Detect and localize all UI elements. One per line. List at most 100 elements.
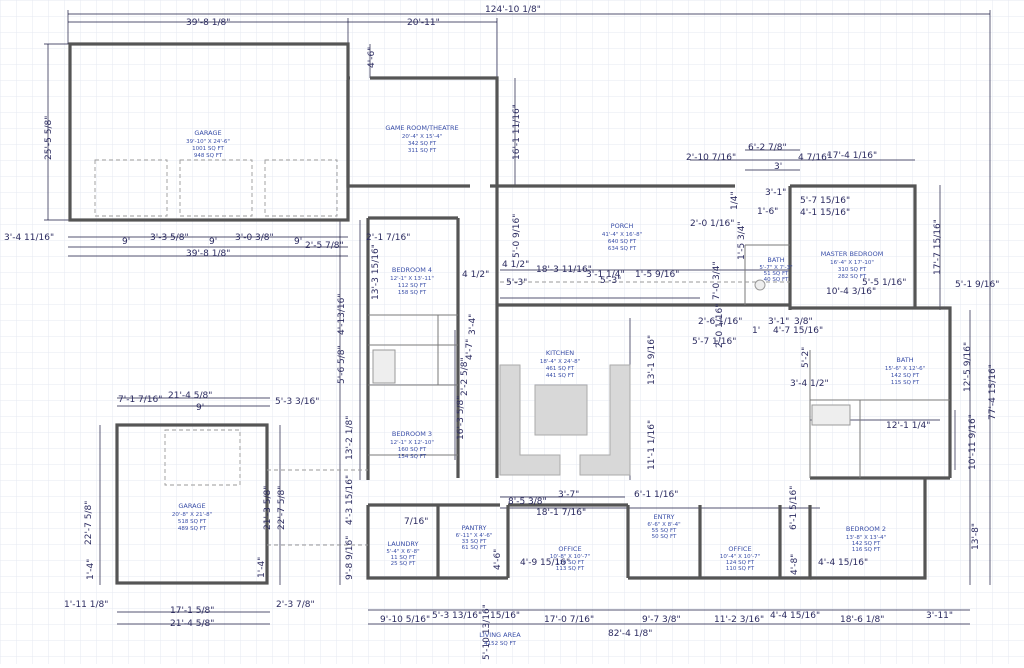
svg-text:18'-3 11/16": 18'-3 11/16" xyxy=(536,265,592,275)
svg-text:11'-2 3/16": 11'-2 3/16" xyxy=(714,615,764,625)
svg-text:18'-4" X 24'-8": 18'-4" X 24'-8" xyxy=(540,359,580,365)
pantry-name: PANTRY xyxy=(462,524,487,532)
svg-text:21'-3 5/8": 21'-3 5/8" xyxy=(263,486,273,530)
dimension-labels: 124'-10 1/8" 39'-8 1/8" 20'-11" 2'-10 7/… xyxy=(4,5,999,639)
kitchen-counter-right xyxy=(579,364,631,476)
svg-text:8'-5 3/8": 8'-5 3/8" xyxy=(508,497,547,507)
detached-garage-name: GARAGE xyxy=(178,502,205,510)
svg-text:2'-5 7/8": 2'-5 7/8" xyxy=(305,241,344,251)
svg-text:17'-0 7/16": 17'-0 7/16" xyxy=(544,615,594,625)
svg-text:3'-3 5/8": 3'-3 5/8" xyxy=(150,233,189,243)
svg-text:4'-1 15/16": 4'-1 15/16" xyxy=(800,208,850,218)
svg-text:9': 9' xyxy=(196,403,204,413)
detached-garage-walls xyxy=(115,423,269,585)
dashed-features xyxy=(94,159,790,546)
svg-text:441 SQ FT: 441 SQ FT xyxy=(546,373,575,379)
svg-text:112 SQ FT: 112 SQ FT xyxy=(398,283,427,289)
svg-text:1001 SQ FT: 1001 SQ FT xyxy=(192,146,224,152)
svg-text:10'-11 9/16": 10'-11 9/16" xyxy=(968,414,978,470)
svg-text:50 SQ FT: 50 SQ FT xyxy=(652,534,677,540)
svg-text:1'-6": 1'-6" xyxy=(757,207,778,217)
svg-text:13'-1 9/16": 13'-1 9/16" xyxy=(647,335,657,385)
svg-text:489 SQ FT: 489 SQ FT xyxy=(178,526,207,532)
svg-text:3'-11": 3'-11" xyxy=(926,611,953,621)
svg-text:6'-6" X 8'-4": 6'-6" X 8'-4" xyxy=(647,522,680,528)
svg-text:9'-8 9/16": 9'-8 9/16" xyxy=(345,536,355,580)
svg-text:20'-4" X 15'-4": 20'-4" X 15'-4" xyxy=(402,134,442,140)
svg-text:461 SQ FT: 461 SQ FT xyxy=(546,366,575,372)
svg-text:1'-5 9/16": 1'-5 9/16" xyxy=(635,270,679,280)
living-area-label: LIVING AREA xyxy=(479,631,521,639)
svg-text:9'-10 5/16": 9'-10 5/16" xyxy=(380,615,430,625)
svg-text:160 SQ FT: 160 SQ FT xyxy=(398,447,427,453)
svg-text:39'-8 1/8": 39'-8 1/8" xyxy=(186,18,230,28)
svg-text:13'-8": 13'-8" xyxy=(971,523,981,550)
svg-text:17'-1 5/8": 17'-1 5/8" xyxy=(170,606,214,616)
svg-text:640 SQ FT: 640 SQ FT xyxy=(608,239,637,245)
svg-text:3'-1 1/4": 3'-1 1/4" xyxy=(586,270,625,280)
svg-text:15'-6" X 12'-6": 15'-6" X 12'-6" xyxy=(885,366,925,372)
svg-text:2'-1 7/16": 2'-1 7/16" xyxy=(366,233,410,243)
svg-text:5'-5 1/16": 5'-5 1/16" xyxy=(862,278,906,288)
svg-text:33 SQ FT: 33 SQ FT xyxy=(462,539,487,545)
svg-text:4'-9 15/16": 4'-9 15/16" xyxy=(520,558,570,568)
svg-text:4 1/2": 4 1/2" xyxy=(462,270,489,280)
porch-name: PORCH xyxy=(611,222,634,230)
svg-text:9'-7 3/8": 9'-7 3/8" xyxy=(642,615,681,625)
svg-text:9': 9' xyxy=(294,237,302,247)
master-tub-icon xyxy=(811,404,851,426)
svg-text:61 SQ FT: 61 SQ FT xyxy=(462,545,487,551)
svg-text:16'-3 5/8": 16'-3 5/8" xyxy=(456,396,466,440)
svg-text:4'-7 15/16": 4'-7 15/16" xyxy=(773,326,823,336)
svg-text:3'-4 1/2": 3'-4 1/2" xyxy=(790,379,829,389)
svg-text:5'-0 9/16": 5'-0 9/16" xyxy=(512,214,522,258)
svg-text:4'-13/16": 4'-13/16" xyxy=(337,293,347,335)
svg-text:16'-4" X 17'-10": 16'-4" X 17'-10" xyxy=(830,260,874,266)
svg-text:4'-7": 4'-7" xyxy=(465,339,475,360)
svg-text:4'-3 15/16": 4'-3 15/16" xyxy=(345,475,355,525)
svg-text:21'-4 5/8": 21'-4 5/8" xyxy=(170,619,214,629)
svg-text:5'-7 1/16": 5'-7 1/16" xyxy=(692,337,736,347)
svg-text:15/16": 15/16" xyxy=(490,611,520,621)
svg-text:25'-5 5/8": 25'-5 5/8" xyxy=(44,116,54,160)
svg-text:5'-6 5/8": 5'-6 5/8" xyxy=(337,345,347,384)
bedroom-2-name: BEDROOM 2 xyxy=(846,525,886,533)
svg-text:4'-4 15/16": 4'-4 15/16" xyxy=(818,558,868,568)
svg-text:518 SQ FT: 518 SQ FT xyxy=(178,519,207,525)
svg-text:7/16": 7/16" xyxy=(404,517,428,527)
svg-text:4'-8": 4'-8" xyxy=(790,554,800,575)
svg-text:39'-8 1/8": 39'-8 1/8" xyxy=(186,249,230,259)
svg-text:110 SQ FT: 110 SQ FT xyxy=(556,560,585,566)
svg-text:5'-3": 5'-3" xyxy=(600,276,621,286)
svg-text:2'-3 7/8": 2'-3 7/8" xyxy=(276,600,315,610)
svg-text:3'-0 3/8": 3'-0 3/8" xyxy=(235,233,274,243)
svg-text:142 SQ FT: 142 SQ FT xyxy=(891,373,920,379)
svg-text:310 SQ FT: 310 SQ FT xyxy=(838,267,867,273)
svg-text:4'-6": 4'-6" xyxy=(493,549,503,570)
svg-text:5'-3 3/16": 5'-3 3/16" xyxy=(275,397,319,407)
svg-text:7'-1 7/16": 7'-1 7/16" xyxy=(118,395,162,405)
svg-text:3': 3' xyxy=(774,162,782,172)
svg-text:41'-4" X 16'-8": 41'-4" X 16'-8" xyxy=(602,232,642,238)
svg-text:11 SQ FT: 11 SQ FT xyxy=(391,555,416,561)
svg-text:1'-11 1/8": 1'-11 1/8" xyxy=(64,600,108,610)
master-bath-name: BATH xyxy=(896,356,913,364)
bath-small-name: BATH xyxy=(767,256,784,264)
svg-text:40 SQ FT: 40 SQ FT xyxy=(764,277,789,283)
svg-text:17'-7 15/16": 17'-7 15/16" xyxy=(933,219,943,275)
svg-text:282 SQ FT: 282 SQ FT xyxy=(838,274,867,280)
office-2-name: OFFICE xyxy=(728,545,751,553)
svg-text:20'-8" X 21'-8": 20'-8" X 21'-8" xyxy=(172,512,212,518)
svg-text:124 SQ FT: 124 SQ FT xyxy=(726,560,755,566)
svg-text:20'-11": 20'-11" xyxy=(407,18,440,28)
svg-text:39'-10" X 24'-6": 39'-10" X 24'-6" xyxy=(186,139,230,145)
svg-text:142 SQ FT: 142 SQ FT xyxy=(852,541,881,547)
svg-text:21'-4 5/8": 21'-4 5/8" xyxy=(168,391,212,401)
svg-text:311 SQ FT: 311 SQ FT xyxy=(408,148,437,154)
svg-text:55 SQ FT: 55 SQ FT xyxy=(652,528,677,534)
svg-text:3/8": 3/8" xyxy=(794,317,813,327)
kitchen-name: KITCHEN xyxy=(546,349,574,357)
svg-text:634 SQ FT: 634 SQ FT xyxy=(608,246,637,252)
